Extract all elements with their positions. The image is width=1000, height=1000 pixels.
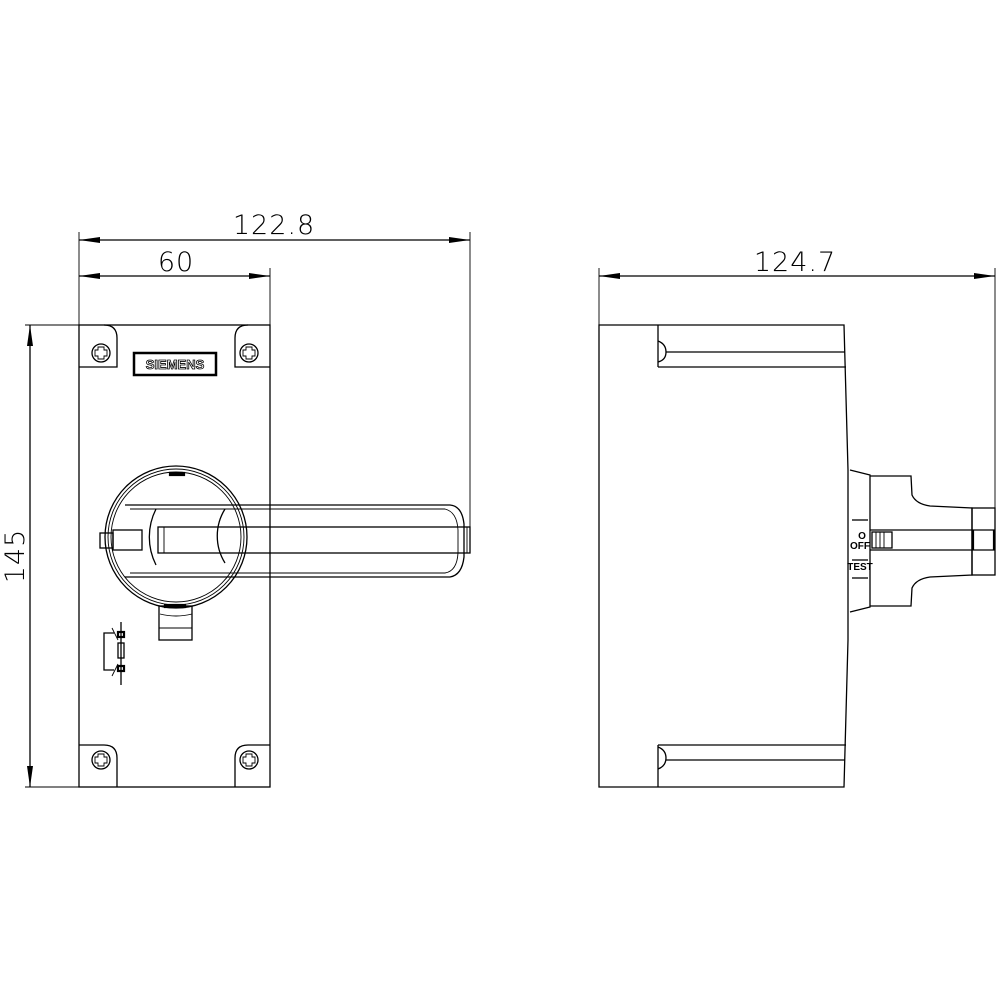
- dimension-label-height: 145: [0, 529, 31, 584]
- off-symbol: O: [858, 531, 866, 542]
- svg-text:SIEMENS: SIEMENS: [146, 357, 205, 372]
- dimension-overall-depth: 124.7: [598, 247, 996, 555]
- corner-tab-top-left: [79, 324, 118, 368]
- side-view: 124.7 O: [598, 247, 996, 788]
- handle-mechanism-side: [849, 469, 996, 613]
- interlock-symbol-icon: [103, 622, 126, 685]
- shaft-coupling: [158, 605, 193, 641]
- handle-lever: [125, 504, 471, 578]
- siemens-logo: SIEMENS: [132, 351, 218, 377]
- corner-tab-bottom-left: [79, 744, 118, 787]
- screw-icon: [91, 750, 111, 770]
- enclosure-side-body: [598, 324, 849, 788]
- dimension-overall-width: 122.8: [78, 210, 471, 530]
- screw-icon: [239, 343, 259, 363]
- screw-icon: [239, 750, 259, 770]
- dimension-height: 145: [0, 324, 79, 788]
- corner-tab-top-right: [234, 324, 270, 368]
- padlock-tab: [99, 529, 143, 551]
- dimension-enclosure-width: 60: [79, 247, 271, 326]
- off-label: OFF: [850, 541, 870, 552]
- dimension-label-overall-depth: 124.7: [754, 247, 836, 278]
- front-view: 122.8 60 145: [0, 210, 471, 788]
- screw-icon: [91, 343, 111, 363]
- dimension-label-enclosure-width: 60: [158, 247, 194, 278]
- test-label: TEST: [847, 562, 873, 573]
- dimension-label-overall-width: 122.8: [233, 210, 315, 241]
- rotary-handle-base: [104, 465, 248, 609]
- enclosure-body: [78, 324, 271, 788]
- corner-tab-bottom-right: [234, 744, 270, 787]
